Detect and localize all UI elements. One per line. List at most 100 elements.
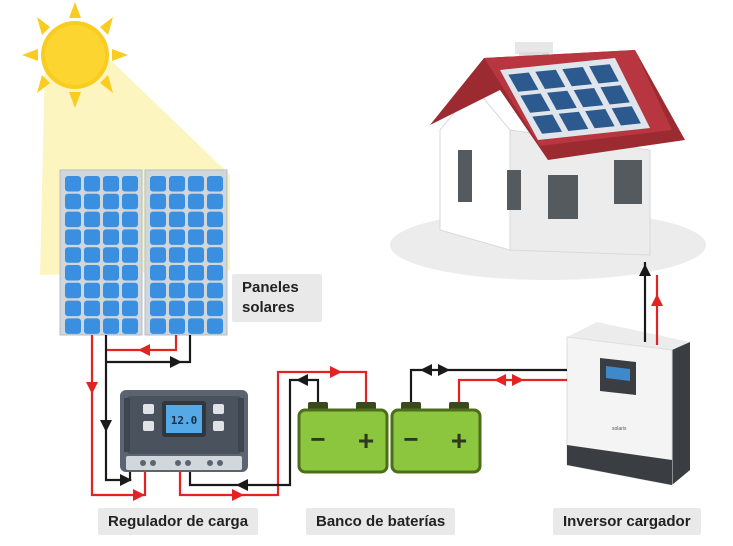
panel-cell [103, 229, 119, 245]
panel-cell [207, 247, 223, 263]
panel-cell [207, 229, 223, 245]
panel-cell [122, 176, 138, 192]
battery-left-minus: − [310, 424, 325, 454]
roof-panel-cell [535, 69, 566, 89]
panel-cell [188, 193, 204, 210]
wire-controller-to-battery-black [188, 378, 320, 487]
panel-cell [65, 300, 81, 317]
wire-battery-to-inverter-red [457, 378, 567, 402]
panel-cell [65, 247, 81, 263]
panel-cell [122, 247, 138, 263]
panel-cell [207, 282, 223, 299]
panel-cell [122, 318, 138, 334]
house-icon [430, 42, 685, 256]
panel-cell [188, 247, 204, 263]
controller-display-readout: 12.0 [171, 414, 198, 427]
panel-cell [122, 193, 138, 210]
battery-right-icon: − + [390, 402, 482, 474]
panel-cell [84, 282, 100, 299]
inverter-brand-text: solarix [612, 426, 627, 432]
sun-icon [22, 2, 128, 108]
panel-cell [169, 176, 185, 192]
panel-cell [103, 247, 119, 263]
panel-cell [169, 247, 185, 263]
roof-panel-cell [532, 114, 562, 134]
panel-cell [207, 193, 223, 210]
panel-cell [122, 211, 138, 228]
panel-cell [207, 318, 223, 334]
wire-panel-to-controller-red [90, 345, 147, 497]
battery-right-minus: − [403, 424, 418, 454]
panel-cell [103, 282, 119, 299]
wiring [90, 262, 659, 497]
roof-panel-cell [562, 67, 592, 87]
panel-cell [188, 176, 204, 192]
wire-battery-to-inverter-black [409, 368, 567, 402]
wire-panel-series-red [106, 345, 178, 352]
label-battery-bank: Banco de baterías [306, 508, 456, 535]
panel-cell [150, 176, 166, 192]
panel-cell [65, 282, 81, 299]
panel-cell [188, 265, 204, 281]
panel-cell [65, 229, 81, 245]
roof-panel-cell [573, 88, 604, 108]
panel-cell [169, 211, 185, 228]
roof-panel-cell [547, 90, 577, 110]
panel-cell [65, 318, 81, 334]
panel-cell [84, 247, 100, 263]
panel-cell [103, 176, 119, 192]
solar-panel-right [144, 169, 228, 336]
charge-controller-icon: 12.0 [120, 390, 248, 472]
panel-cell [169, 300, 185, 317]
panel-cell [207, 211, 223, 228]
panel-cell [65, 193, 81, 210]
solar-panel-left [59, 169, 143, 336]
panel-cell [84, 265, 100, 281]
battery-left-plus: + [358, 425, 374, 456]
panel-cell [65, 176, 81, 192]
panel-cell [150, 318, 166, 334]
panel-cell [122, 265, 138, 281]
panel-cell [188, 282, 204, 299]
flow-arrows [86, 264, 663, 501]
roof-panel-cell [589, 64, 619, 84]
panel-cell [188, 300, 204, 317]
panel-cell [84, 193, 100, 210]
panel-cell [103, 211, 119, 228]
battery-left-icon: − + [297, 402, 389, 474]
panel-cell [103, 300, 119, 317]
panel-cell [150, 282, 166, 299]
panel-cell [103, 193, 119, 210]
panel-cell [84, 211, 100, 228]
panel-cell [169, 282, 185, 299]
roof-panel-cell [600, 85, 630, 105]
roof-panel-cell [611, 106, 641, 126]
label-inverter-charger: Inversor cargador [553, 508, 701, 535]
panel-cell [188, 229, 204, 245]
panel-cell [150, 193, 166, 210]
panel-cell [122, 282, 138, 299]
panel-cell [207, 265, 223, 281]
label-charge-controller: Regulador de carga [98, 508, 259, 535]
panel-cell [65, 211, 81, 228]
roof-panel-cell [508, 72, 539, 92]
panel-cell [84, 318, 100, 334]
panel-cell [84, 176, 100, 192]
panel-cell [188, 318, 204, 334]
panel-cell [84, 229, 100, 245]
panel-cell [169, 265, 185, 281]
panel-cell [207, 176, 223, 192]
panel-cell [207, 300, 223, 317]
battery-right-plus: + [451, 425, 467, 456]
inverter-charger-icon: solarix [566, 322, 690, 486]
panel-cell [103, 318, 119, 334]
panel-cell [122, 229, 138, 245]
panel-cell [65, 265, 81, 281]
panel-cell [103, 265, 119, 281]
panel-cell [150, 247, 166, 263]
panel-cell [122, 300, 138, 317]
wire-panel-to-controller-black [104, 345, 132, 482]
roof-panel-cell [520, 93, 551, 113]
wire-panel-series-black [106, 345, 192, 364]
